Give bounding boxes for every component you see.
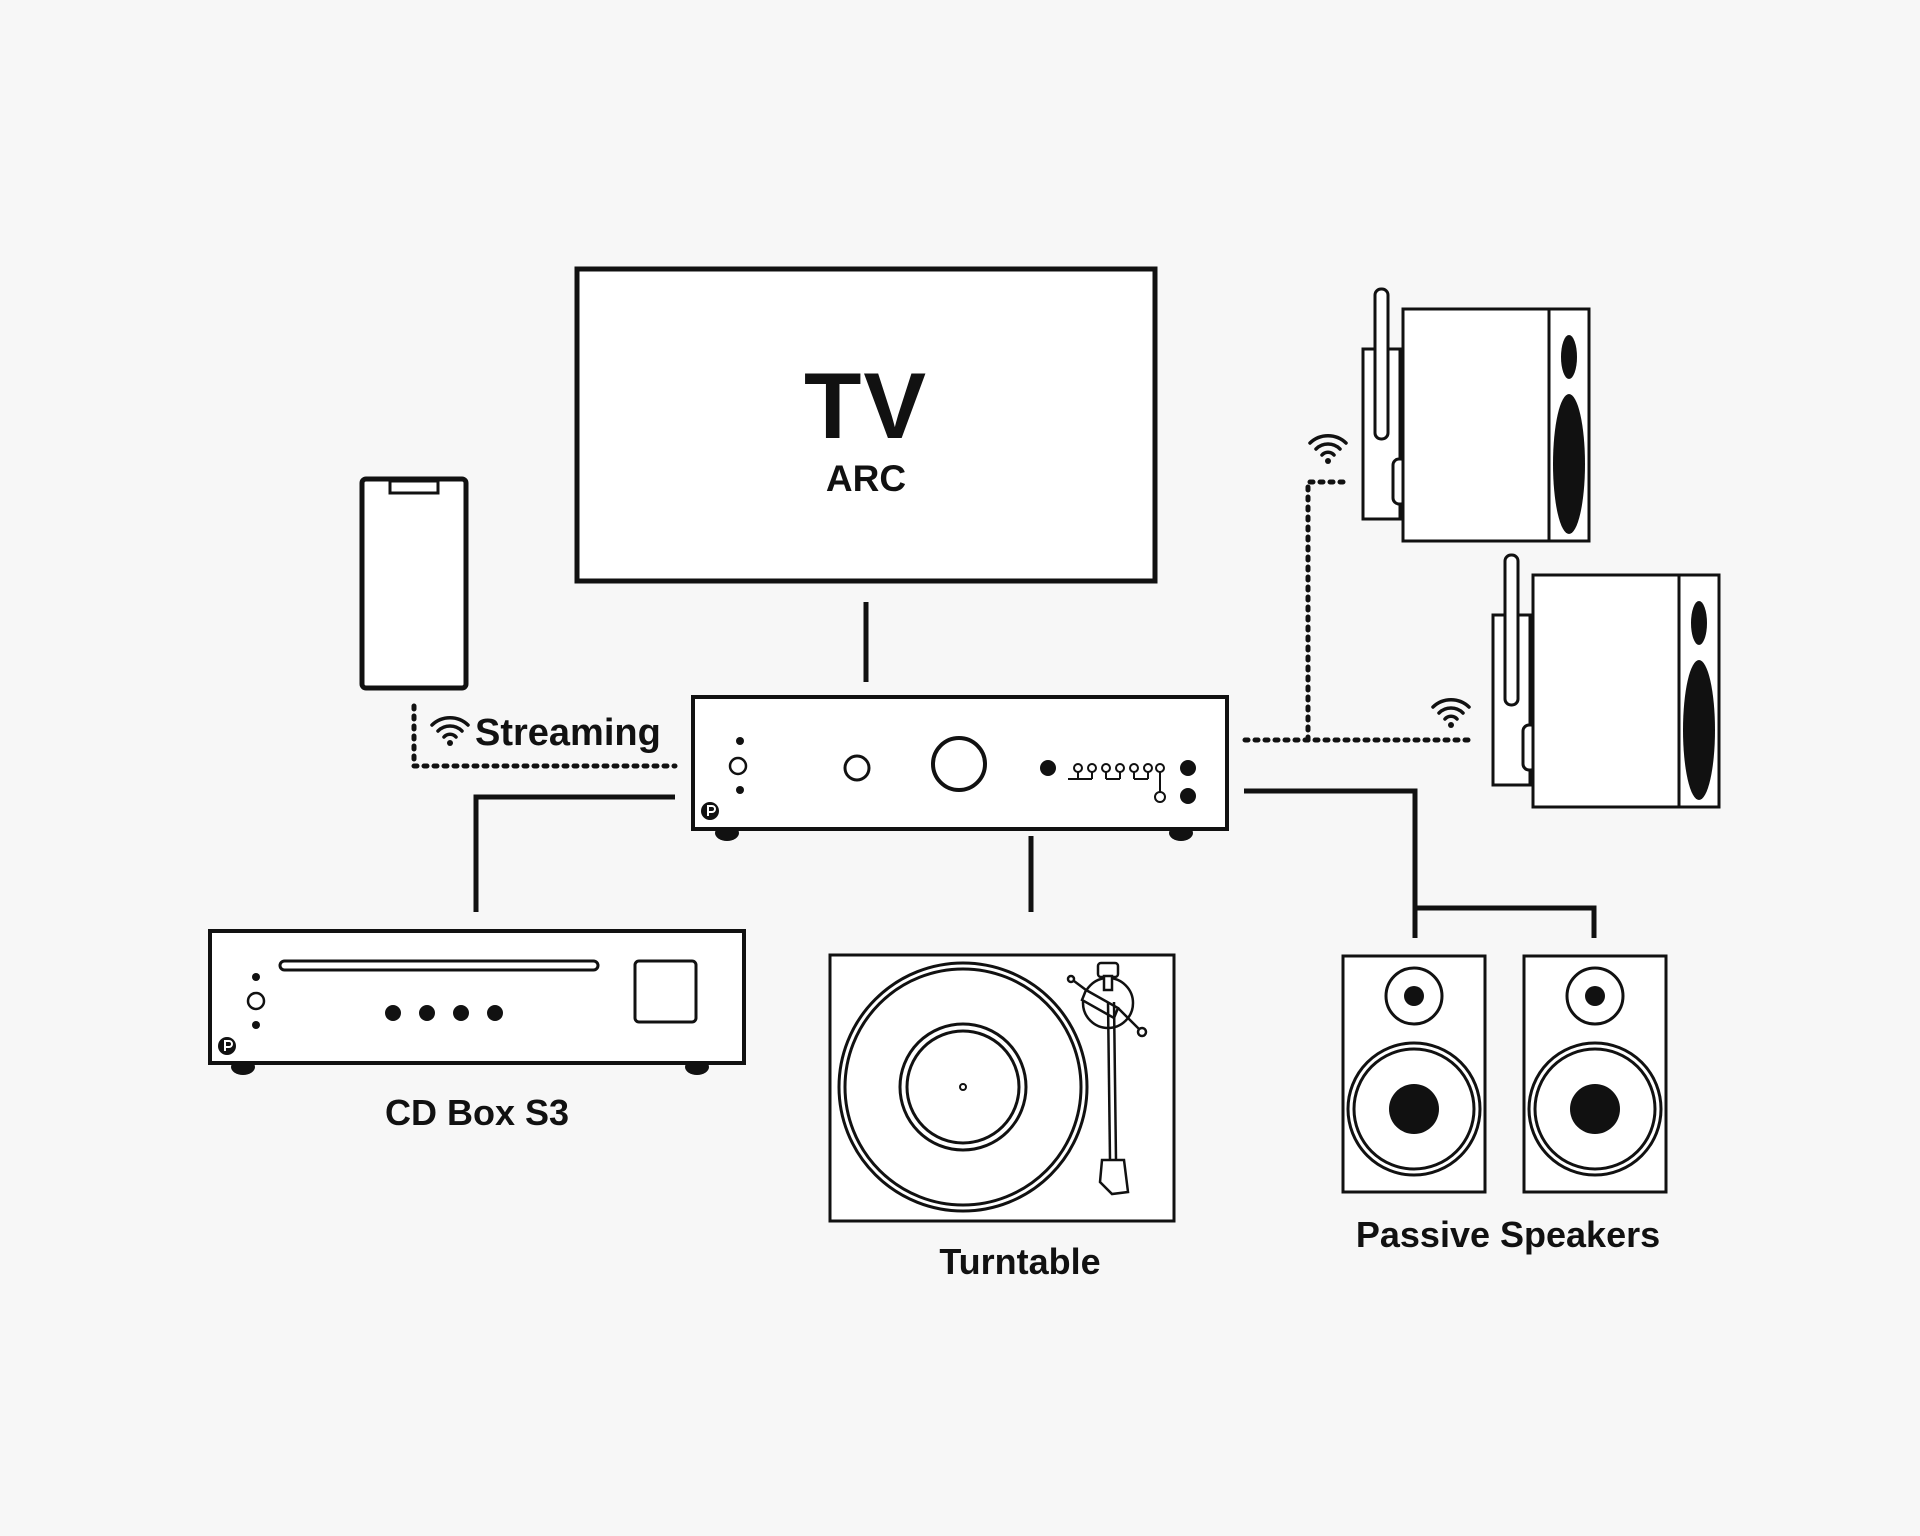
tv-screen: [574, 266, 1158, 584]
wifi-icon: [1431, 698, 1471, 730]
wireless-speaker-1: [1361, 287, 1591, 543]
wireless-connections: [411, 479, 1473, 769]
amplifier: [691, 695, 1229, 841]
turntable: [828, 953, 1176, 1223]
cd-player-label: CD Box S3: [384, 1092, 570, 1133]
speaker-split-cable: [1415, 905, 1597, 938]
wireless-speaker-2: [1491, 553, 1721, 809]
passive-speaker-left: [1341, 954, 1487, 1194]
streaming-label: Streaming: [475, 712, 661, 754]
cd-to-amp-cable: [473, 794, 675, 912]
speakers-to-amp-cable: [1244, 788, 1418, 938]
wired-connections: [473, 602, 1597, 938]
tv-title: TV: [803, 353, 929, 458]
smartphone: [359, 476, 469, 691]
turntable-label: Turntable: [939, 1241, 1101, 1282]
tv-subtitle: ARC: [825, 458, 907, 499]
phone-stream-link: [411, 703, 678, 769]
passive-speaker-right: [1522, 954, 1668, 1194]
cd-player: [208, 929, 746, 1075]
wireless-speaker-link-2: [1305, 479, 1351, 743]
wifi-icon: [430, 716, 470, 748]
passive-speakers-label: Passive Speakers: [1355, 1214, 1661, 1255]
wifi-icon: [1308, 434, 1348, 466]
